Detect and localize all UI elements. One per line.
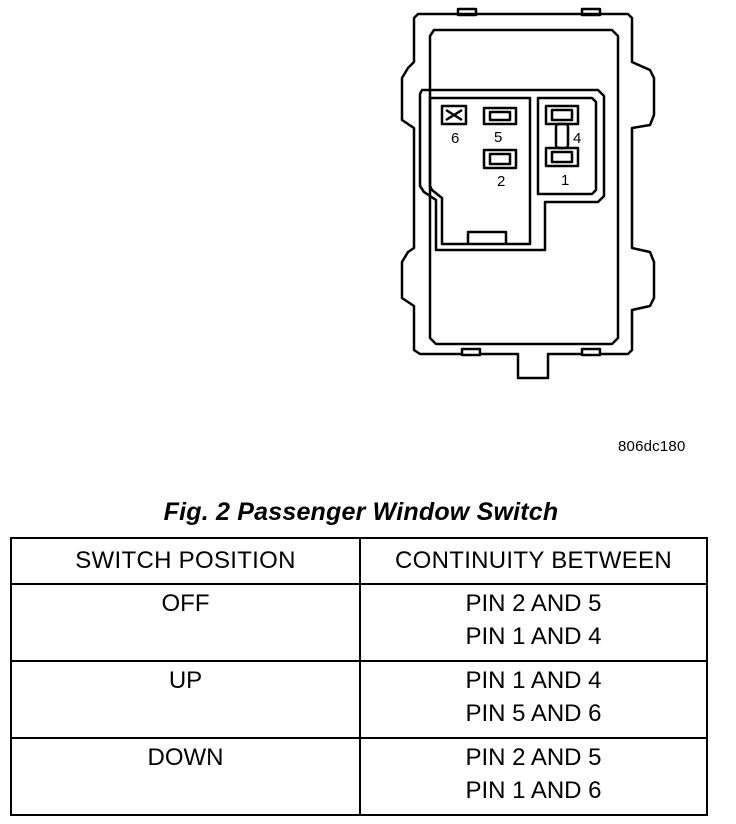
switch-position-cell: DOWN xyxy=(10,737,361,816)
housing-bottom-tab-left xyxy=(460,347,482,357)
continuity-cell: PIN 2 AND 5 PIN 1 AND 4 xyxy=(359,583,708,662)
header-switch-position: SWITCH POSITION xyxy=(10,537,361,585)
pin-label-4: 4 xyxy=(573,130,581,147)
connector-inner-outline xyxy=(428,28,620,346)
pin-5-terminal xyxy=(482,106,518,126)
continuity-line: PIN 1 AND 4 xyxy=(465,623,602,650)
pin-1-terminal xyxy=(544,146,580,168)
terminal-cavity-inner-outline xyxy=(428,96,532,246)
switch-position-cell: UP xyxy=(10,660,361,739)
continuity-line: PIN 1 AND 6 xyxy=(465,777,602,804)
continuity-line: PIN 1 AND 4 xyxy=(465,667,602,694)
continuity-table: SWITCH POSITION CONTINUITY BETWEEN OFF P… xyxy=(10,537,708,816)
table-row: OFF PIN 2 AND 5 PIN 1 AND 4 xyxy=(10,583,708,662)
housing-bottom-tab-right xyxy=(580,347,602,357)
table-row: DOWN PIN 2 AND 5 PIN 1 AND 6 xyxy=(10,737,708,816)
pin-6-terminal xyxy=(440,104,468,126)
continuity-cell: PIN 2 AND 5 PIN 1 AND 6 xyxy=(359,737,708,816)
housing-top-tab-right xyxy=(580,7,602,17)
continuity-line: PIN 2 AND 5 xyxy=(465,744,602,771)
pin-4-to-1-jumper xyxy=(554,122,570,150)
pin-2-terminal xyxy=(482,148,518,170)
header-continuity-between: CONTINUITY BETWEEN xyxy=(359,537,708,585)
table-header-row: SWITCH POSITION CONTINUITY BETWEEN xyxy=(10,537,708,585)
housing-top-tab-left xyxy=(456,7,478,17)
pin-label-5: 5 xyxy=(494,129,502,146)
connector-housing-outline xyxy=(400,12,656,380)
table-row: UP PIN 1 AND 4 PIN 5 AND 6 xyxy=(10,660,708,739)
switch-position-cell: OFF xyxy=(10,583,361,662)
terminal-cavity-outline xyxy=(418,88,606,252)
pin-label-6: 6 xyxy=(451,130,459,147)
right-terminal-compartment xyxy=(536,96,598,196)
continuity-line: PIN 2 AND 5 xyxy=(465,590,602,617)
pin-label-1: 1 xyxy=(561,172,569,189)
switch-connector-diagram: 6 5 4 2 1 xyxy=(400,7,656,380)
figure-code: 806dc180 xyxy=(618,438,686,455)
continuity-cell: PIN 1 AND 4 PIN 5 AND 6 xyxy=(359,660,708,739)
latch-notch xyxy=(466,230,508,244)
pin-label-2: 2 xyxy=(497,173,505,190)
pin-4-terminal xyxy=(544,104,580,126)
continuity-line: PIN 5 AND 6 xyxy=(465,700,602,727)
figure-caption: Fig. 2 Passenger Window Switch xyxy=(163,498,559,526)
